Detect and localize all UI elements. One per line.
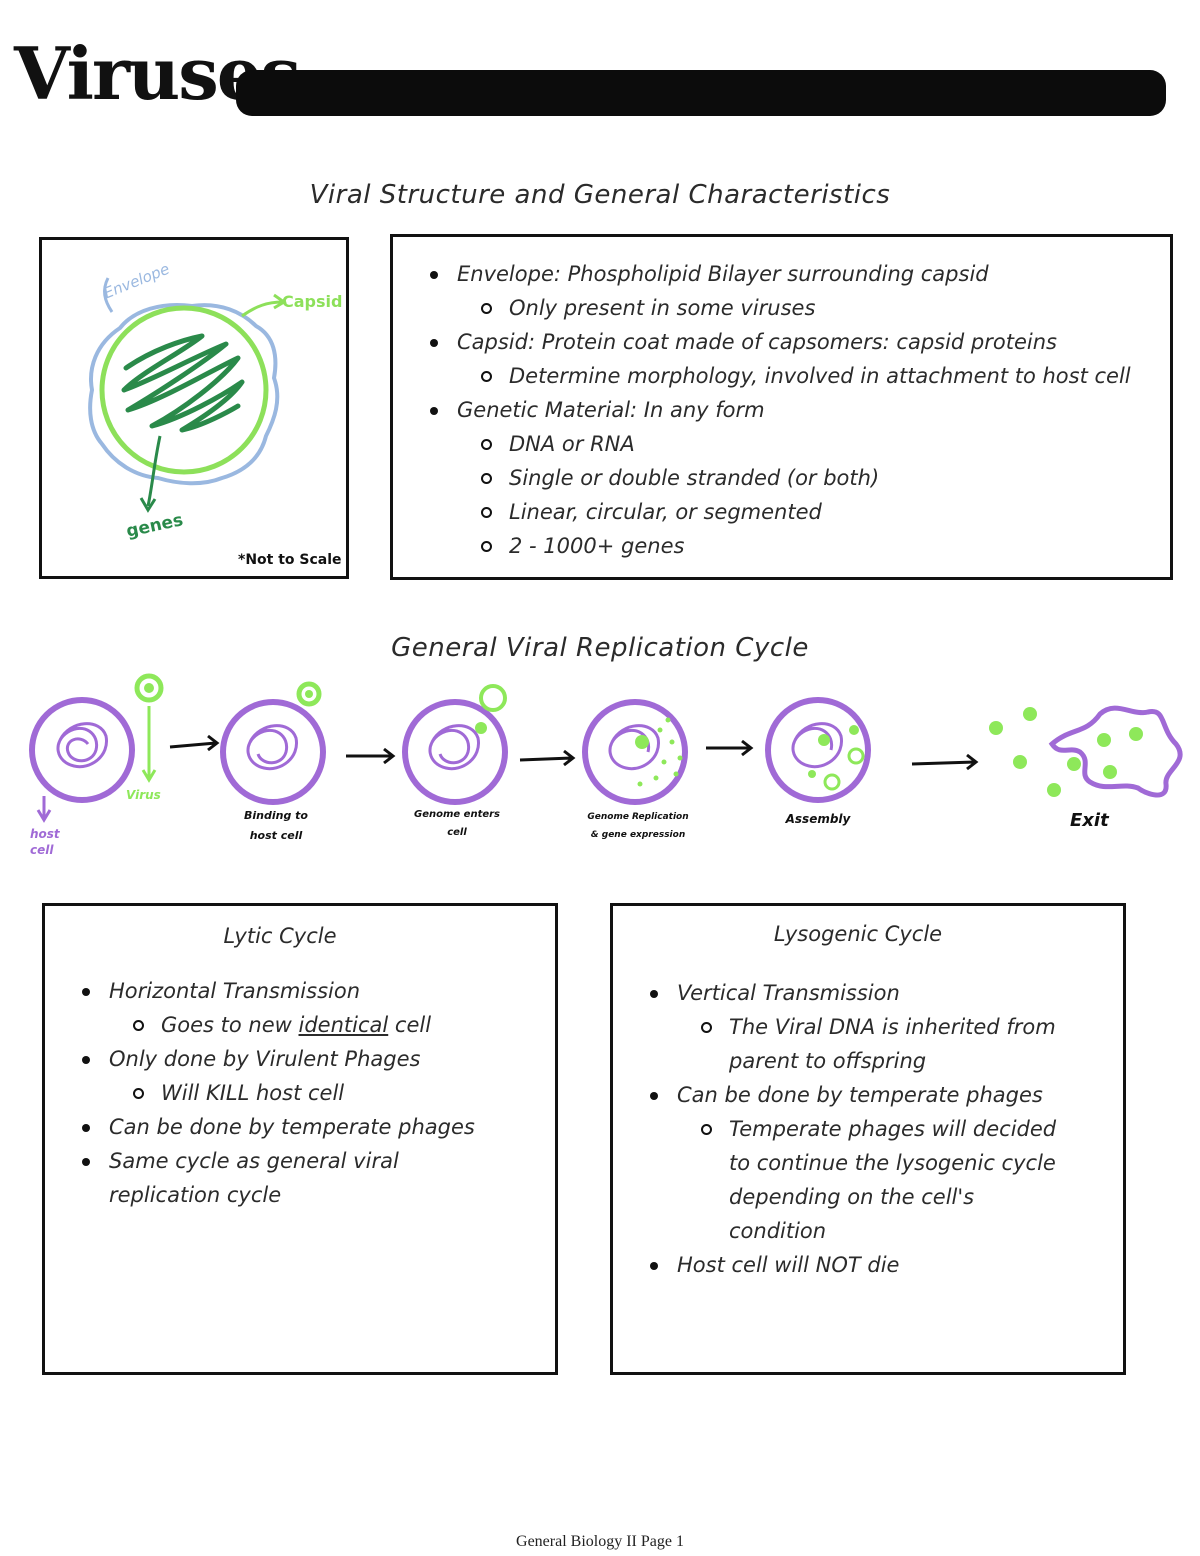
item-text-start: Goes to new <box>161 1013 299 1037</box>
virus-structure-diagram <box>88 277 287 513</box>
not-to-scale-note: *Not to Scale <box>238 552 342 568</box>
lytic-item: Will KILL host cell <box>45 1076 515 1110</box>
characteristic-item: Genetic Material: In any form <box>393 393 1170 427</box>
capsid-circle <box>99 305 269 475</box>
characteristics-box: Envelope: Phospholipid Bilayer surroundi… <box>390 234 1173 580</box>
lytic-item: Can be done by temperate phages <box>45 1110 515 1144</box>
capsid-arrowhead <box>273 293 287 310</box>
entry-virus-shell <box>479 684 507 712</box>
characteristic-item: 2 - 1000+ genes <box>393 529 1170 563</box>
title-bar <box>236 70 1166 116</box>
replication-particles <box>637 717 683 787</box>
step-genome-entry <box>402 684 508 805</box>
arrow-3 <box>519 749 576 767</box>
lysogenic-item: Temperate phages will decided to continu… <box>613 1112 1073 1248</box>
step-host-cell <box>29 673 164 823</box>
arrow-5 <box>911 753 979 771</box>
assembly-dna-scribble <box>791 722 843 769</box>
lysogenic-item: Host cell will NOT die <box>613 1248 1073 1282</box>
entry-genome <box>475 722 487 734</box>
arrow-2 <box>346 747 396 765</box>
characteristic-item: Determine morphology, involved in attach… <box>393 359 1170 393</box>
characteristic-item: Only present in some viruses <box>393 291 1170 325</box>
assembly-cell <box>765 697 871 803</box>
genes-arrowhead <box>139 497 157 513</box>
lysogenic-item: Can be done by temperate phages <box>613 1078 1073 1112</box>
genome-entry-label: Genome enters cell <box>414 809 501 838</box>
step-assembly <box>765 697 871 803</box>
lysogenic-item: Vertical Transmission <box>613 976 1073 1010</box>
assembly-virus-4 <box>808 770 816 778</box>
replication-genome <box>635 735 649 749</box>
lytic-item: Only done by Virulent Phages <box>45 1042 515 1076</box>
step-exit <box>989 705 1183 798</box>
binding-cell <box>220 699 326 805</box>
virus-arrowhead <box>141 769 157 783</box>
characteristic-item: DNA or RNA <box>393 427 1170 461</box>
capsid-arrow <box>241 300 283 318</box>
lytic-item: Same cycle as general viral replication … <box>45 1144 515 1212</box>
arrow-1 <box>169 734 220 752</box>
genes-arrow <box>146 435 162 507</box>
released-viruses <box>989 707 1143 797</box>
binding-dna-scribble <box>246 724 298 771</box>
item-text-end: cell <box>388 1013 432 1037</box>
lysed-cell <box>1048 705 1183 798</box>
assembly-virus-2 <box>847 747 865 765</box>
envelope-pointer <box>103 277 114 313</box>
assembly-virus-1 <box>849 725 859 735</box>
assembly-label: Assembly <box>785 812 851 826</box>
entry-dna-scribble <box>428 724 480 771</box>
lysogenic-item: The Viral DNA is inherited from parent t… <box>613 1010 1073 1078</box>
exit-label: Exit <box>1070 810 1109 831</box>
genetic-material-scribble <box>121 333 245 433</box>
assembly-genome <box>818 734 830 746</box>
virus-diagram-box: Envelope Capsid genes *Not to Scale <box>39 237 349 579</box>
virus-label: Virus <box>126 788 161 802</box>
lytic-item: Goes to new identical cell <box>45 1008 515 1042</box>
replication-heading: General Viral Replication Cycle <box>391 633 809 663</box>
replication-label: Genome Replication & gene expression <box>587 812 689 840</box>
replication-cycle-diagram <box>29 673 1183 823</box>
lysogenic-title: Lysogenic Cycle <box>773 922 943 946</box>
binding-virus <box>296 681 322 707</box>
binding-virus-core <box>305 690 313 698</box>
host-arrowhead <box>36 809 52 823</box>
capsid-label: Capsid <box>282 292 343 311</box>
characteristic-item: Envelope: Phospholipid Bilayer surroundi… <box>393 257 1170 291</box>
characteristics-list: Envelope: Phospholipid Bilayer surroundi… <box>393 257 1170 563</box>
characteristic-item: Linear, circular, or segmented <box>393 495 1170 529</box>
underlined-word: identical <box>298 1013 389 1037</box>
characteristic-item: Capsid: Protein coat made of capsomers: … <box>393 325 1170 359</box>
arrow-4 <box>706 739 754 757</box>
host-cell-label: host cell <box>30 827 60 857</box>
host-dna-scribble <box>56 722 108 769</box>
assembly-virus-3 <box>823 773 841 791</box>
envelope-outline <box>88 303 280 486</box>
step-replication <box>582 699 688 805</box>
replication-cell <box>582 699 688 805</box>
step-binding <box>220 681 326 805</box>
entry-cell <box>402 699 508 805</box>
free-virus <box>134 673 164 703</box>
page-footer: General Biology II Page 1 <box>516 1533 684 1550</box>
free-virus-core <box>144 683 154 693</box>
replication-dna-scribble <box>608 724 660 771</box>
characteristic-item: Single or double stranded (or both) <box>393 461 1170 495</box>
lytic-item: Horizontal Transmission <box>45 974 515 1008</box>
lytic-title: Lytic Cycle <box>223 924 337 948</box>
binding-label: Binding to host cell <box>244 809 308 842</box>
structure-heading: Viral Structure and General Characterist… <box>309 180 891 210</box>
host-cell <box>29 697 135 803</box>
